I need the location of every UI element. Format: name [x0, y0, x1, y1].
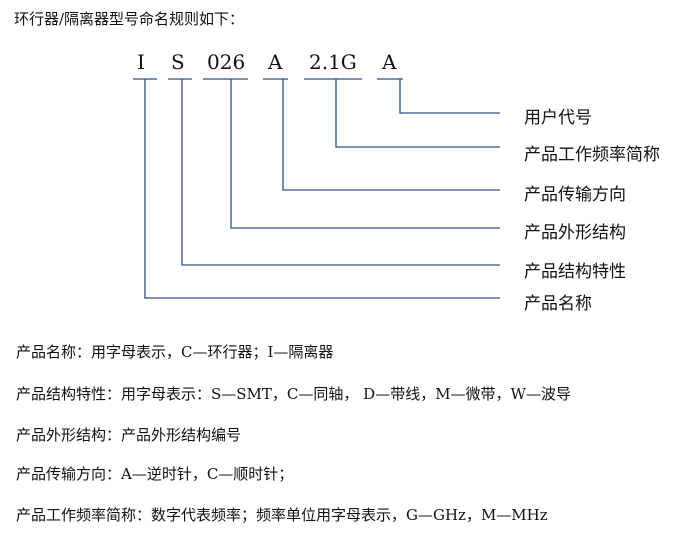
- code-part-frequency: 2.1G: [309, 50, 357, 74]
- desc-structure: 产品结构特性：用字母表示：S—SMT，C—同轴， D—带线，M—微带，W—波导: [16, 385, 571, 403]
- connector-frequency: [335, 79, 500, 148]
- desc-product-name: 产品名称：用字母表示，C—环行器；I—隔离器: [16, 343, 334, 361]
- label-direction: 产品传输方向: [524, 185, 626, 205]
- connector-shape: [230, 79, 500, 229]
- label-user-code: 用户代号: [524, 108, 592, 128]
- label-shape: 产品外形结构: [524, 223, 626, 243]
- connector-structure: [181, 79, 500, 266]
- code-part-product-name: I: [137, 50, 145, 74]
- code-part-user-code: A: [382, 50, 397, 74]
- label-structure: 产品结构特性: [524, 262, 626, 282]
- label-frequency: 产品工作频率简称: [524, 145, 660, 165]
- code-part-shape: 026: [207, 50, 246, 74]
- desc-frequency: 产品工作频率简称：数字代表频率；频率单位用字母表示，G—GHz，M—MHz: [16, 506, 548, 524]
- connector-user-code: [399, 79, 500, 114]
- label-product-name: 产品名称: [524, 294, 592, 314]
- desc-direction: 产品传输方向：A—逆时针，C—顺时针；: [16, 465, 294, 483]
- desc-shape: 产品外形结构：产品外形结构编号: [16, 426, 242, 444]
- code-part-structure: S: [171, 50, 185, 74]
- code-part-direction: A: [268, 50, 283, 74]
- page-title: 环行器/隔离器型号命名规则如下：: [14, 10, 245, 28]
- connector-direction: [282, 79, 500, 191]
- connector-product-name: [144, 79, 500, 299]
